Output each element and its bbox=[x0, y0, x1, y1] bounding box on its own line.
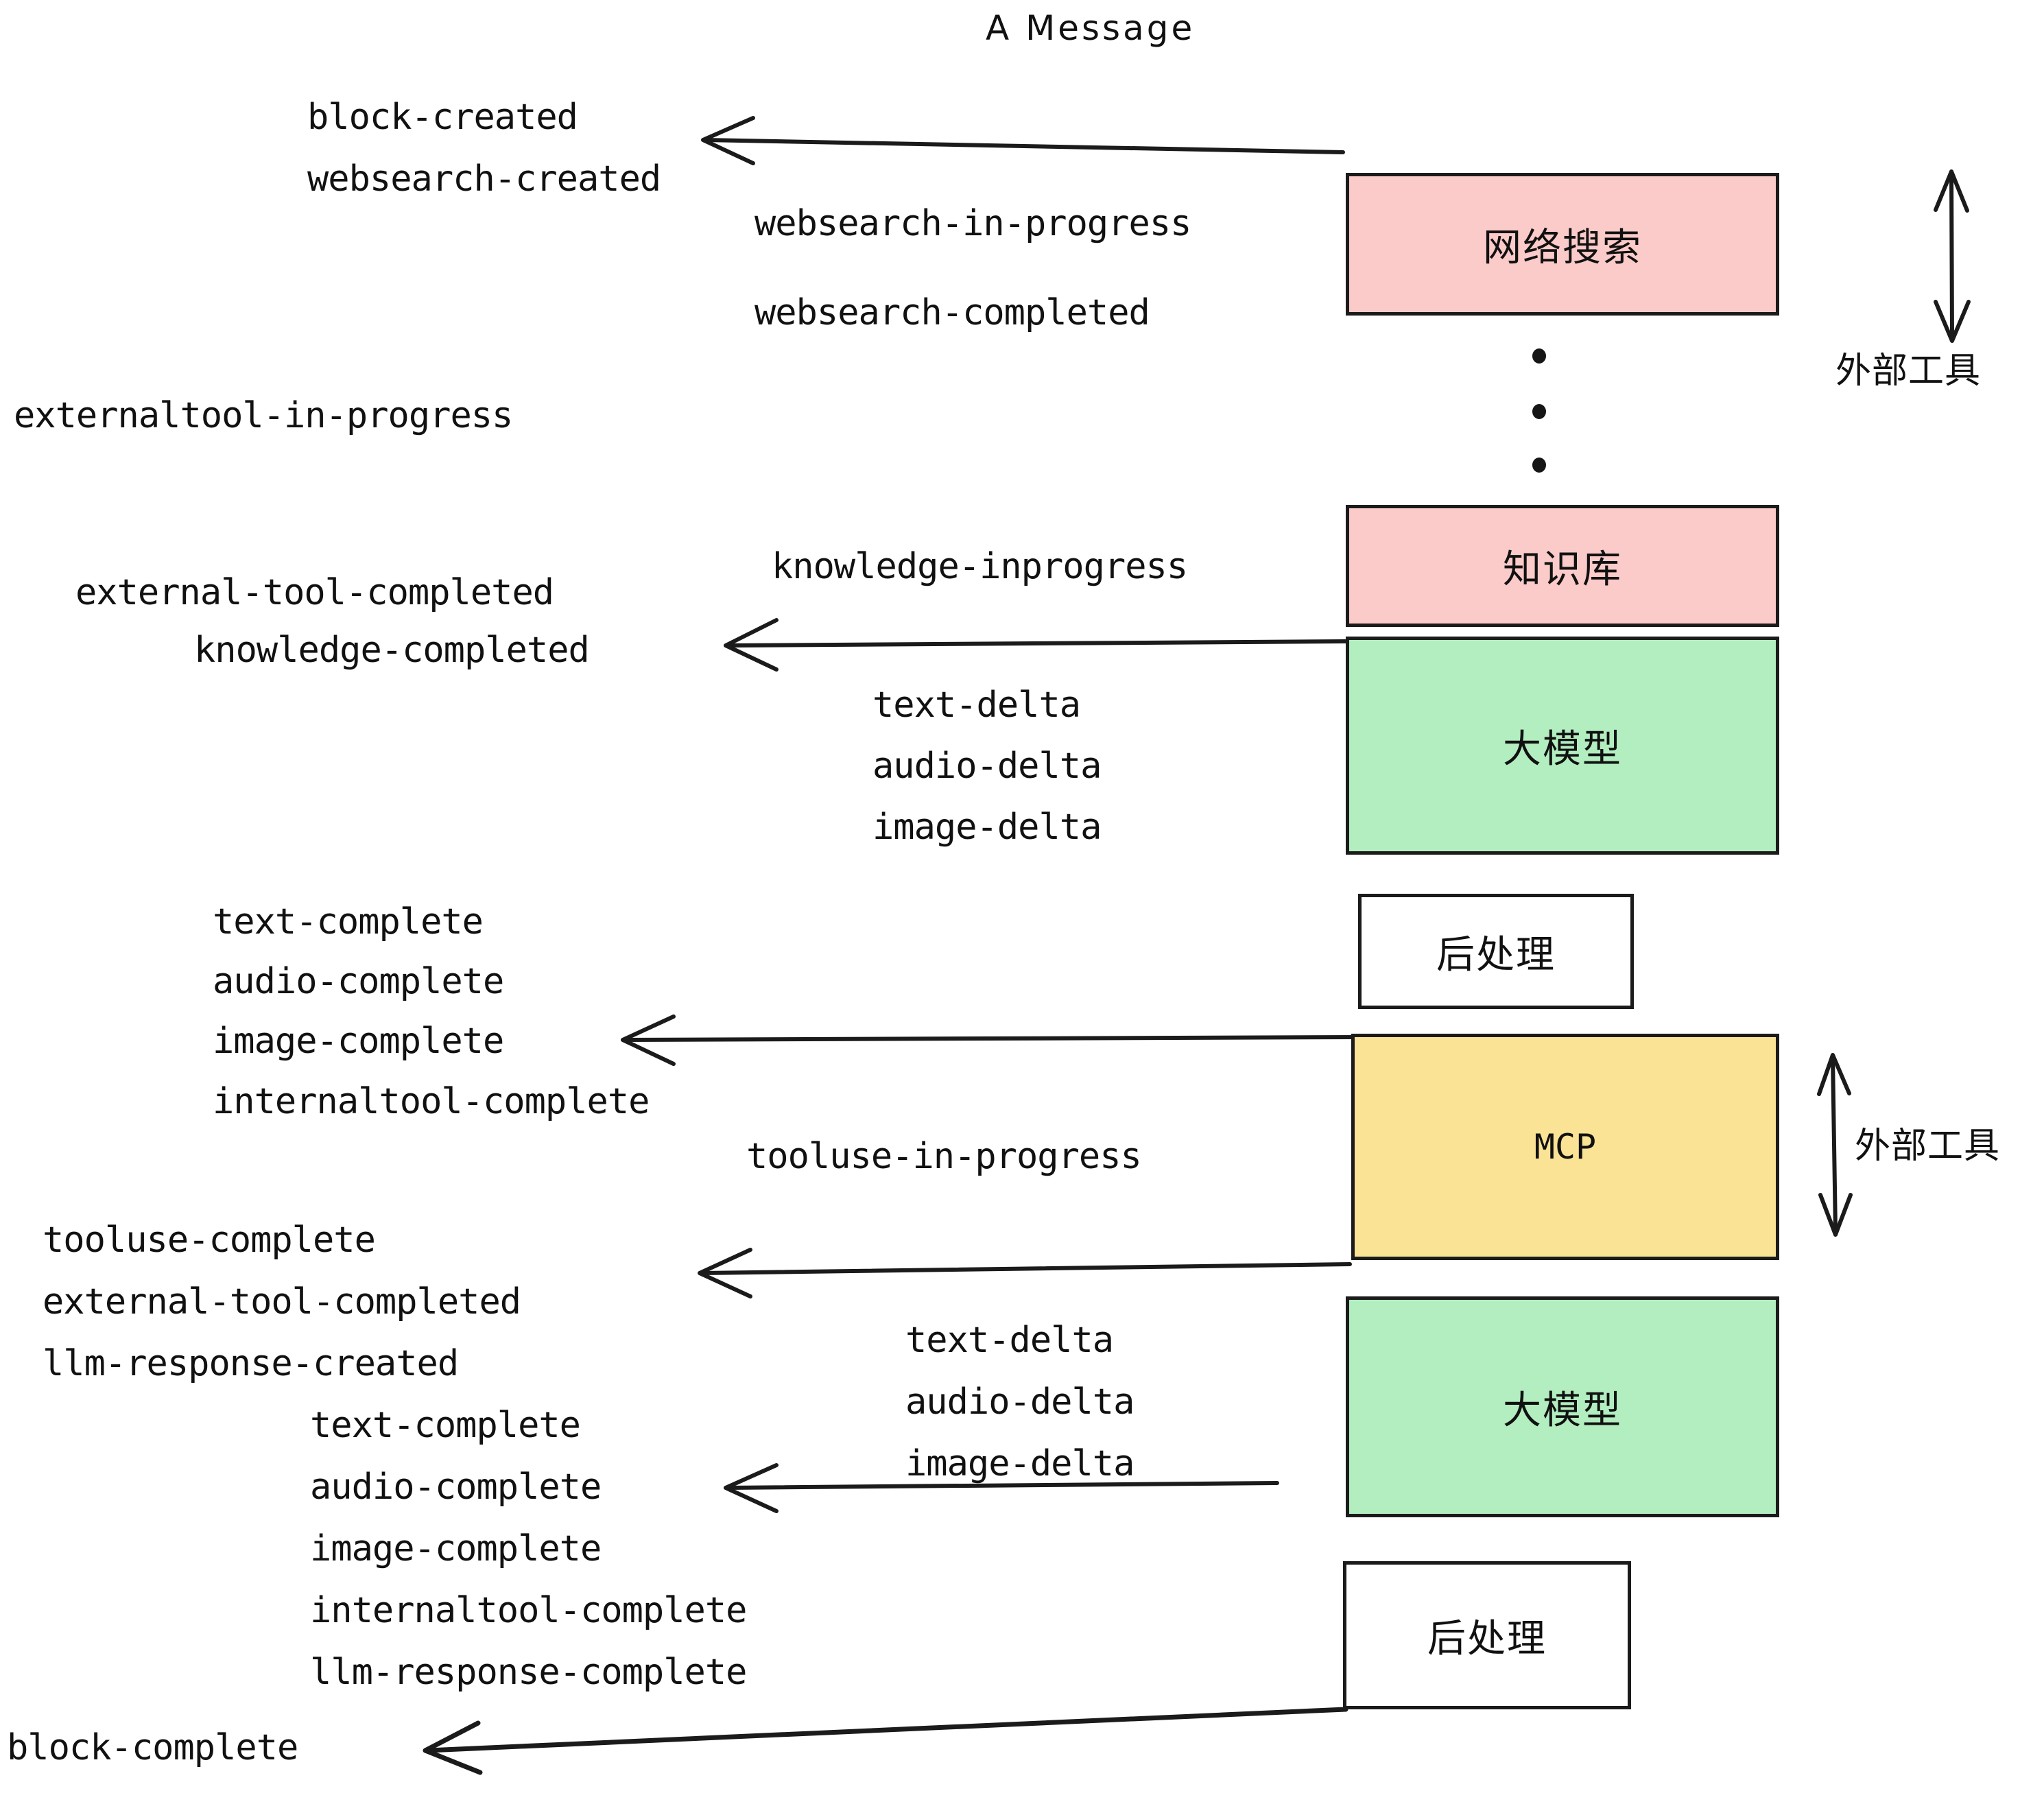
side-label-external-tools-top: 外部工具 bbox=[1835, 351, 1982, 392]
event-image-complete-1: image-complete bbox=[213, 1021, 504, 1062]
arrow-image-complete bbox=[621, 1014, 1359, 1066]
event-block-created: block-created bbox=[307, 97, 578, 138]
node-llm-1[interactable]: 大模型 bbox=[1346, 637, 1779, 855]
event-image-complete-2: image-complete bbox=[310, 1528, 602, 1569]
side-label-external-tools-bottom: 外部工具 bbox=[1855, 1126, 2001, 1167]
arrow-knowledge-completed bbox=[724, 618, 1348, 672]
node-llm-1-label: 大模型 bbox=[1503, 726, 1622, 772]
node-mcp-label: MCP bbox=[1534, 1127, 1597, 1167]
event-block-complete: block-complete bbox=[7, 1727, 298, 1768]
node-postprocess-2[interactable]: 后处理 bbox=[1343, 1561, 1631, 1709]
arrow-external-tools-top bbox=[1934, 169, 1971, 343]
event-external-tool-completed-1: external-tool-completed bbox=[75, 572, 554, 613]
node-mcp[interactable]: MCP bbox=[1351, 1034, 1779, 1260]
node-knowledge[interactable]: 知识库 bbox=[1346, 505, 1779, 627]
event-audio-delta-2: audio-delta bbox=[905, 1381, 1134, 1423]
event-text-complete-1: text-complete bbox=[213, 901, 484, 942]
event-knowledge-inprogress: knowledge-inprogress bbox=[772, 546, 1188, 587]
event-image-delta-1: image-delta bbox=[872, 807, 1102, 848]
node-llm-2[interactable]: 大模型 bbox=[1346, 1296, 1779, 1517]
node-postprocess-1[interactable]: 后处理 bbox=[1358, 894, 1634, 1009]
event-tooluse-complete: tooluse-complete bbox=[43, 1220, 376, 1261]
event-audio-complete-2: audio-complete bbox=[310, 1467, 602, 1508]
arrow-external-tools-bottom bbox=[1817, 1053, 1853, 1237]
event-internaltool-complete-2: internaltool-complete bbox=[310, 1590, 747, 1631]
event-internaltool-complete-1: internaltool-complete bbox=[213, 1081, 650, 1122]
event-audio-delta-1: audio-delta bbox=[872, 746, 1102, 787]
node-knowledge-label: 知识库 bbox=[1503, 547, 1622, 592]
event-text-delta-1: text-delta bbox=[872, 685, 1081, 726]
event-llm-response-complete: llm-response-complete bbox=[310, 1652, 747, 1693]
node-postprocess-2-label: 后处理 bbox=[1427, 1616, 1547, 1661]
event-external-tool-completed-2: external-tool-completed bbox=[43, 1281, 521, 1322]
node-postprocess-1-label: 后处理 bbox=[1436, 932, 1556, 977]
node-websearch[interactable]: 网络搜索 bbox=[1346, 173, 1779, 316]
event-knowledge-completed: knowledge-completed bbox=[194, 630, 590, 671]
arrow-block-complete bbox=[423, 1707, 1348, 1775]
node-llm-2-label: 大模型 bbox=[1503, 1388, 1622, 1433]
event-llm-response-created: llm-response-created bbox=[43, 1343, 459, 1384]
event-websearch-completed: websearch-completed bbox=[754, 292, 1150, 333]
event-text-complete-2: text-complete bbox=[310, 1405, 581, 1446]
arrow-block-created bbox=[701, 116, 1345, 165]
event-websearch-in-progress: websearch-in-progress bbox=[754, 203, 1191, 244]
node-websearch-label: 网络搜索 bbox=[1483, 225, 1642, 270]
event-websearch-created: websearch-created bbox=[307, 158, 661, 200]
arrow-tooluse-complete bbox=[698, 1248, 1352, 1298]
event-text-delta-2: text-delta bbox=[905, 1320, 1114, 1361]
event-audio-complete-1: audio-complete bbox=[213, 961, 504, 1002]
event-tooluse-in-progress: tooluse-in-progress bbox=[746, 1136, 1142, 1177]
page-title: A Message bbox=[986, 8, 1196, 48]
event-externaltool-in-progress: externaltool-in-progress bbox=[14, 395, 513, 436]
event-image-delta-2: image-delta bbox=[905, 1443, 1134, 1484]
